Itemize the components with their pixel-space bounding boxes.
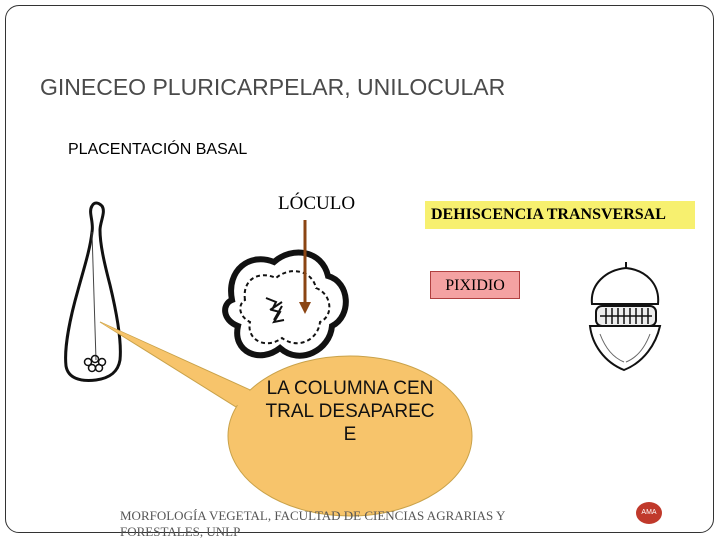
ovary-cross-section-icon <box>222 249 349 359</box>
callout-text: LA COLUMNA CENTRAL DESAPARECE <box>265 378 435 445</box>
dehiscencia-label: DEHISCENCIA TRANSVERSAL <box>425 201 695 229</box>
slide-subtitle: PLACENTACIÓN BASAL <box>68 141 248 158</box>
loculo-label: LÓCULO <box>278 193 356 214</box>
author-badge: AMA <box>636 502 662 524</box>
pyxis-fruit-icon <box>588 262 662 372</box>
pistil-longitudinal-section-icon <box>64 201 122 382</box>
footer-text: MORFOLOGÍA VEGETAL, FACULTAD DE CIENCIAS… <box>120 508 505 539</box>
slide-title: GINECEO PLURICARPELAR, UNILOCULAR <box>40 74 506 100</box>
loculo-arrow <box>299 220 311 314</box>
pixidio-label: PIXIDIO <box>430 271 520 299</box>
callout-bubble <box>99 321 473 517</box>
